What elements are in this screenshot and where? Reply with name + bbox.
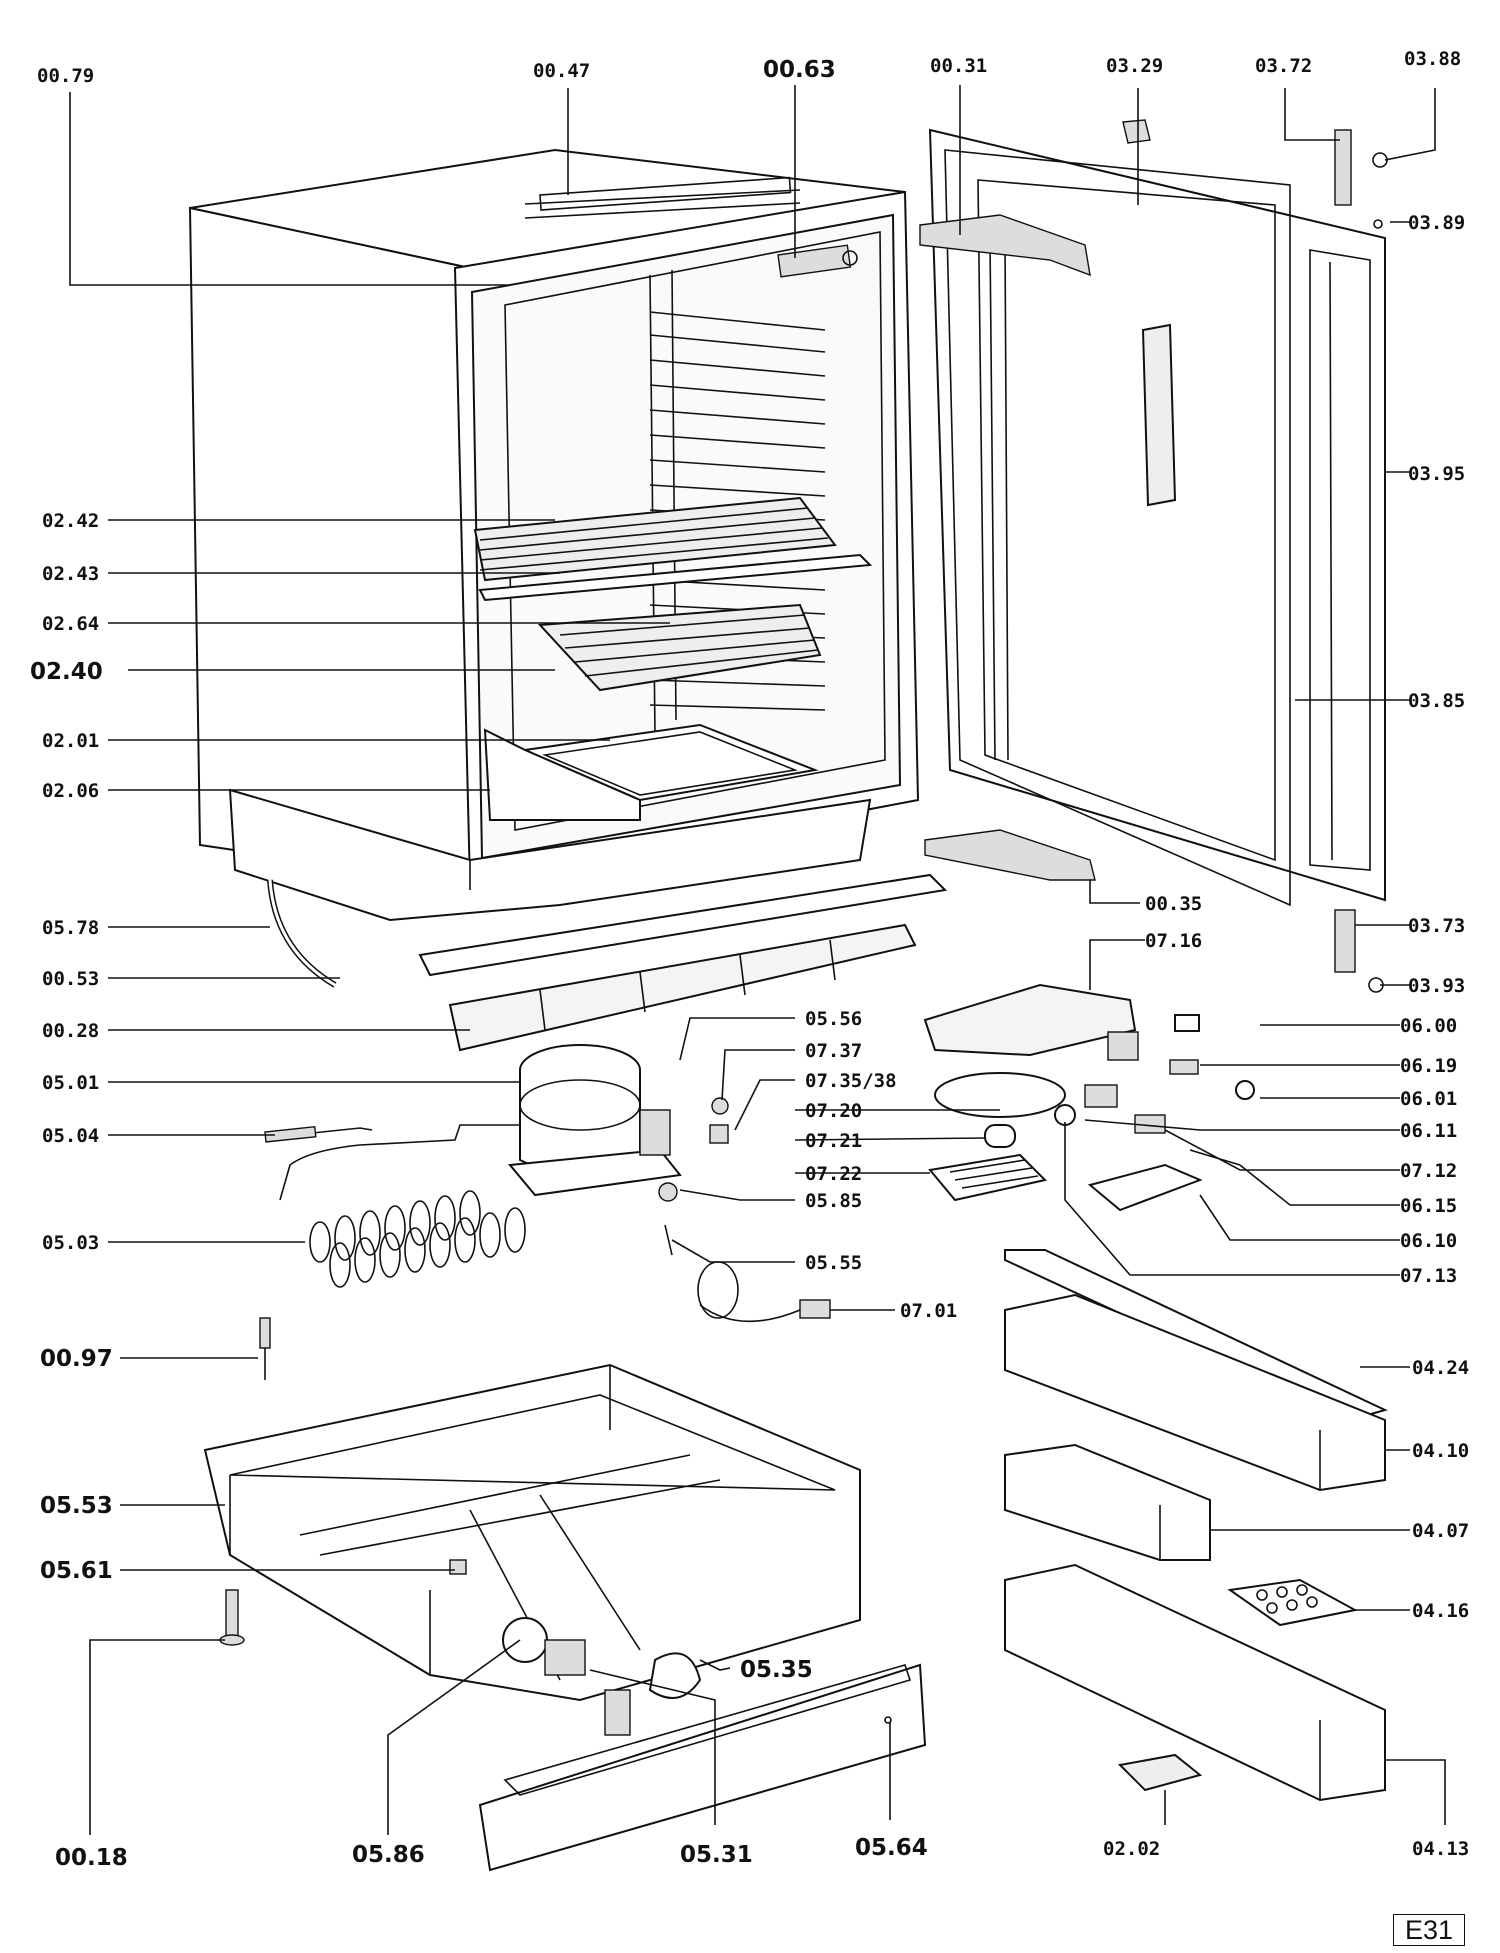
part-labels: 00.79 00.47 00.63 00.31 03.29 03.72 03.8…: [30, 48, 1469, 1871]
label-05-53: 05.53: [40, 1493, 113, 1519]
label-02-01: 02.01: [42, 730, 99, 752]
label-02-43: 02.43: [42, 563, 99, 585]
label-04-13: 04.13: [1412, 1838, 1469, 1860]
label-07-20: 07.20: [805, 1100, 862, 1122]
base-frame: [203, 1363, 927, 1872]
label-03-88: 03.88: [1404, 48, 1461, 70]
label-00-53: 00.53: [42, 968, 99, 990]
label-02-06: 02.06: [42, 780, 99, 802]
label-07-16: 07.16: [1145, 930, 1202, 952]
label-05-03: 05.03: [42, 1232, 99, 1254]
label-03-93: 03.93: [1408, 975, 1465, 997]
label-07-37: 07.37: [805, 1040, 862, 1062]
label-03-29: 03.29: [1106, 55, 1163, 77]
sheet-code-box: E31: [1393, 1914, 1465, 1946]
label-02-64: 02.64: [42, 613, 99, 635]
label-06-19: 06.19: [1400, 1055, 1457, 1077]
label-07-21: 07.21: [805, 1130, 862, 1152]
label-05-78: 05.78: [42, 917, 99, 939]
cabinet-body: [188, 148, 920, 922]
label-00-31: 00.31: [930, 55, 987, 77]
label-03-73: 03.73: [1408, 915, 1465, 937]
label-02-40: 02.40: [30, 659, 103, 685]
label-07-12: 07.12: [1400, 1160, 1457, 1182]
compressor-assembly: [259, 1044, 831, 1380]
door-assembly: [919, 119, 1388, 993]
label-04-16: 04.16: [1412, 1600, 1469, 1622]
label-00-35: 00.35: [1145, 893, 1202, 915]
label-06-15: 06.15: [1400, 1195, 1457, 1217]
label-05-64: 05.64: [855, 1835, 928, 1861]
label-06-01: 06.01: [1400, 1088, 1457, 1110]
label-07-01: 07.01: [900, 1300, 957, 1322]
label-00-97: 00.97: [40, 1346, 113, 1372]
label-05-61: 05.61: [40, 1558, 113, 1584]
leader-lines: [69, 85, 1446, 1835]
label-05-31: 05.31: [680, 1842, 753, 1868]
label-03-89: 03.89: [1408, 212, 1465, 234]
electrical-parts: [923, 983, 1255, 1212]
label-05-04: 05.04: [42, 1125, 99, 1147]
label-05-86: 05.86: [352, 1842, 425, 1868]
label-05-35: 05.35: [740, 1657, 813, 1683]
label-02-02: 02.02: [1103, 1838, 1160, 1860]
door-shelves: [1004, 1249, 1388, 1802]
label-05-55: 05.55: [805, 1252, 862, 1274]
trim-strips: [267, 873, 948, 1052]
sheet-code: E31: [1404, 1914, 1454, 1945]
label-04-07: 04.07: [1412, 1520, 1469, 1542]
label-00-63: 00.63: [763, 57, 836, 83]
label-07-22: 07.22: [805, 1163, 862, 1185]
label-03-72: 03.72: [1255, 55, 1312, 77]
label-04-10: 04.10: [1412, 1440, 1469, 1462]
label-03-95: 03.95: [1408, 463, 1465, 485]
label-00-18: 00.18: [55, 1845, 128, 1871]
label-03-85: 03.85: [1408, 690, 1465, 712]
label-00-79: 00.79: [37, 65, 94, 87]
label-05-01: 05.01: [42, 1072, 99, 1094]
label-04-24: 04.24: [1412, 1357, 1469, 1379]
label-06-00: 06.00: [1400, 1015, 1457, 1037]
label-05-85: 05.85: [805, 1190, 862, 1212]
label-06-10: 06.10: [1400, 1230, 1457, 1252]
label-00-47: 00.47: [533, 60, 590, 82]
label-02-42: 02.42: [42, 510, 99, 532]
label-00-28: 00.28: [42, 1020, 99, 1042]
label-06-11: 06.11: [1400, 1120, 1457, 1142]
label-05-56: 05.56: [805, 1008, 862, 1030]
label-07-35-38: 07.35/38: [805, 1070, 897, 1092]
label-07-13: 07.13: [1400, 1265, 1457, 1287]
wire-shelves: [473, 496, 873, 821]
